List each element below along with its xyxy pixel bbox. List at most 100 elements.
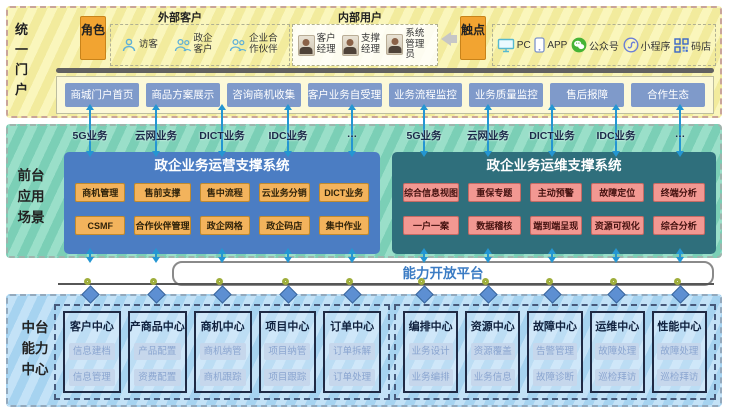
system-item-button[interactable]: 主动预警 [529,183,582,202]
center-box-resource: 资源中心 资源覆盖 业务信息 [465,311,521,393]
center-item-button[interactable]: 巡检拜访 [595,369,640,386]
frontend-band: 前台应用场景 政企业务运营支撑系统 商机管理 售前支撑 售中流程 云业务分销 D… [6,124,722,258]
portal-function-button[interactable]: 业务质量监控 [469,83,544,107]
center-box-operations: 运维中心 故障处理 巡检拜访 [589,311,645,393]
visitor-label: 访客 [138,38,158,50]
system-item-button[interactable]: 售中流程 [199,183,250,202]
center-box-performance: 性能中心 故障处理 巡检拜访 [651,311,708,393]
system-item-button[interactable]: 端到端呈现 [529,216,582,235]
center-item-button[interactable]: 业务设计 [408,343,453,360]
gear-icon [546,278,553,285]
system-item-button[interactable]: 终端分析 [652,183,705,202]
system-admin-item: 系统管理员 [386,28,432,62]
gov-enterprise-customer-item: 政企客户 [174,33,214,56]
portal-function-button[interactable]: 咨询商机收集 [226,83,301,107]
center-title: 性能中心 [657,321,702,333]
center-item-button[interactable]: 故障处理 [595,343,640,360]
system-item-button[interactable]: 一户一案 [403,216,460,235]
system-item-button[interactable]: 故障定位 [591,183,644,202]
channel-app: APP [534,37,567,53]
internal-users-group: 客户经理 支撑经理 系统管理员 [292,24,438,66]
system-item-button[interactable]: 商机管理 [75,183,126,202]
people-icon [174,38,191,52]
account-manager-item: 客户经理 [297,33,337,56]
center-title: 订单中心 [330,321,375,333]
system-items-grid: 商机管理 售前支撑 售中流程 云业务分销 DICT业务 CSMF 合作伙伴管理 … [64,176,380,235]
app-icon [534,37,545,53]
gear-icon [482,278,489,285]
business-label: 5G业务 [72,130,108,142]
center-box-order: 订单中心 订单拆解 订单处理 [323,311,381,393]
center-item-button[interactable]: 商机跟踪 [199,369,246,386]
center-box-fault: 故障中心 告警管理 故障诊断 [527,311,583,393]
center-item-button[interactable]: 订单拆解 [329,343,376,360]
channel-app-label: APP [547,39,568,51]
center-item-button[interactable]: 信息建档 [68,343,115,360]
business-label: 云网业务 [135,130,177,142]
center-item-button[interactable]: 巡检拜访 [657,369,702,386]
frontend-band-label: 前台应用场景 [17,168,45,225]
gear-icon [216,278,223,285]
center-item-button[interactable]: 故障诊断 [532,369,578,386]
system-item-button[interactable]: 集中作业 [318,216,369,235]
system-item-button[interactable]: 政企网格 [199,216,250,235]
left-arrow-icon [441,32,457,46]
system-item-button[interactable]: 资源可视化 [591,216,644,235]
system-item-button[interactable]: 综合分析 [652,216,705,235]
system-item-button[interactable]: 重保专题 [468,183,521,202]
center-item-button[interactable]: 业务信息 [470,369,515,386]
system-item-button[interactable]: 综合信息视图 [403,183,460,202]
external-users-title: 外部客户 [158,12,202,24]
center-item-button[interactable]: 订单处理 [329,369,376,386]
business-label: … [346,128,358,140]
qrcode-icon [674,37,689,53]
portal-function-button[interactable]: 客户业务自受理 [307,83,382,107]
business-label: DICT业务 [199,130,245,142]
channel-miniprogram-label: 小程序 [640,41,671,53]
role-badge: 角色 [80,16,106,60]
center-title: 运维中心 [595,321,640,333]
system-item-button[interactable]: 数据稽核 [468,216,521,235]
center-item-button[interactable]: 业务编排 [408,369,453,386]
portal-function-button[interactable]: 合作生态 [631,83,705,107]
center-item-button[interactable]: 资费配置 [133,369,181,386]
business-label: … [674,128,686,140]
support-manager-label: 支撑经理 [360,33,380,55]
portal-function-button[interactable]: 业务流程监控 [388,83,463,107]
capability-platform-bar: 能力开放平台 [172,261,714,286]
center-title: 客户中心 [69,321,114,333]
system-item-button[interactable]: 政企码店 [259,216,310,235]
system-item-button[interactable]: 售前支撑 [134,183,191,202]
midstage-band-label: 中台能力中心 [21,320,49,377]
system-item-button[interactable]: 云业务分销 [259,183,310,202]
center-item-button[interactable]: 商机纳管 [199,343,246,360]
system-item-button[interactable]: 合作伙伴管理 [134,216,191,235]
center-item-button[interactable]: 项目纳管 [264,343,311,360]
portal-function-button[interactable]: 商城门户首页 [65,83,139,107]
center-box-product: 产商品中心 产品配置 资费配置 [127,311,187,393]
center-item-button[interactable]: 产品配置 [133,343,181,360]
gear-icon [418,278,425,285]
portal-function-button[interactable]: 售后报障 [550,83,625,107]
center-box-orchestration: 编排中心 业务设计 业务编排 [403,311,459,393]
center-item-button[interactable]: 资源覆盖 [470,343,515,360]
midstage-container-right: 编排中心 业务设计 业务编排 资源中心 资源覆盖 业务信息 故障中心 告警管理 … [394,304,716,400]
system-item-button[interactable]: DICT业务 [318,183,369,202]
avatar [297,34,315,56]
center-item-button[interactable]: 项目跟踪 [264,369,311,386]
center-title: 商机中心 [200,321,245,333]
gear-icon [346,278,353,285]
channel-qrstore: 码店 [674,37,712,53]
center-item-button[interactable]: 信息管理 [68,369,115,386]
center-title: 产商品中心 [129,321,185,333]
portal-function-button[interactable]: 商品方案展示 [145,83,220,107]
channel-miniprogram: 小程序 [623,37,671,53]
visitor-item: 访客 [121,37,158,53]
center-item-button[interactable]: 告警管理 [532,343,578,360]
system-title: 政企业务运营支撑系统 [154,158,290,173]
capability-bus-line [58,283,714,285]
system-panel-maintenance: 政企业务运维支撑系统 综合信息视图 重保专题 主动预警 故障定位 终端分析 一户… [392,152,716,254]
system-item-button[interactable]: CSMF [75,216,126,235]
center-item-button[interactable]: 故障处理 [657,343,702,360]
channel-qrstore-label: 码店 [691,41,712,53]
